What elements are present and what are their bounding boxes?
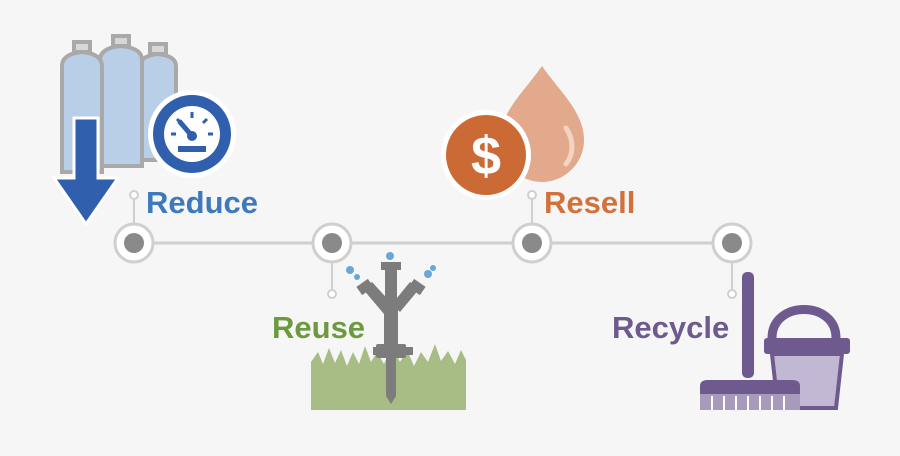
resell-label: Resell <box>544 185 636 220</box>
reuse-label: Reuse <box>272 310 366 345</box>
dollar-droplet-icon: $ <box>441 66 584 200</box>
timeline-node-recycle <box>711 222 753 264</box>
tanks-gauge-down-arrow-icon <box>51 34 236 227</box>
pressure-gauge-icon <box>148 90 236 178</box>
timeline-node-reuse <box>311 222 353 264</box>
sprinkler-grass-icon <box>311 252 466 410</box>
timeline-node-resell <box>511 222 553 264</box>
timeline <box>113 190 753 299</box>
timeline-node-reduce <box>113 222 155 264</box>
recycle-label: Recycle <box>612 310 730 345</box>
dollar-symbol: $ <box>471 126 501 186</box>
down-arrow-icon <box>51 116 121 227</box>
reduce-label: Reduce <box>146 185 258 220</box>
broom-bucket-icon <box>700 272 850 410</box>
sprinkler-icon <box>346 252 436 404</box>
broom-icon <box>700 272 800 410</box>
